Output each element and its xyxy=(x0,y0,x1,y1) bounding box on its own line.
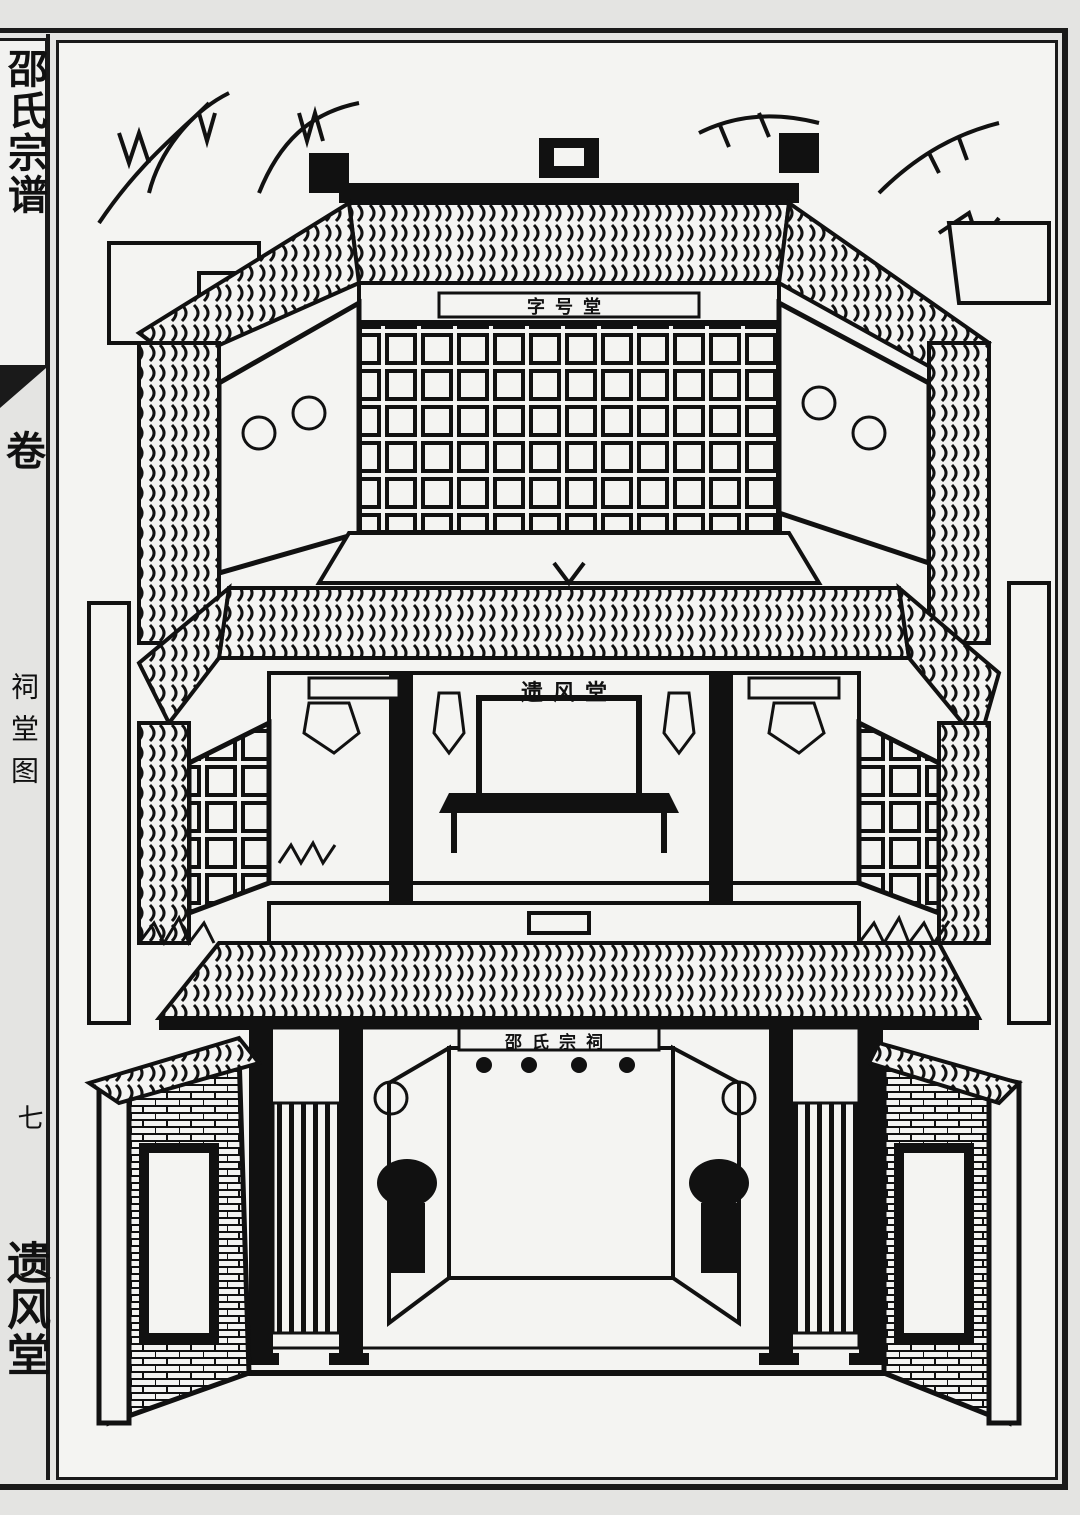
trees xyxy=(97,91,1001,248)
book-title: 邵氏宗谱 xyxy=(1,48,48,216)
title-box xyxy=(0,38,48,368)
gate-plaque: 邵氏宗祠 xyxy=(505,1033,613,1053)
side-walls xyxy=(87,221,1051,1025)
volume-label: 卷 xyxy=(0,430,46,472)
ancestral-gate xyxy=(119,1026,999,1376)
gate-side-walls xyxy=(84,1035,1023,1427)
upper-storey xyxy=(137,281,991,645)
hall-name: 遗风堂 xyxy=(0,1240,50,1378)
fishtail-mark xyxy=(0,368,46,408)
middle-roof xyxy=(136,561,1002,748)
page-number: 七 xyxy=(13,1104,43,1132)
woodblock-drawing xyxy=(84,91,1051,1427)
upper-plaque: 字号堂 xyxy=(527,297,611,318)
middle-storey xyxy=(137,671,991,945)
middle-plaque: 遗风堂 xyxy=(520,680,617,706)
section-label: 祠堂图 xyxy=(7,672,40,798)
ancestral-hall-illustration: 字号堂 遗风堂 邵氏宗祠 xyxy=(56,40,1058,1480)
margin-column xyxy=(0,34,50,1480)
shrubs xyxy=(137,839,951,947)
lower-roof xyxy=(154,941,983,1030)
upper-roof xyxy=(135,133,992,386)
page-border xyxy=(0,28,1068,1490)
